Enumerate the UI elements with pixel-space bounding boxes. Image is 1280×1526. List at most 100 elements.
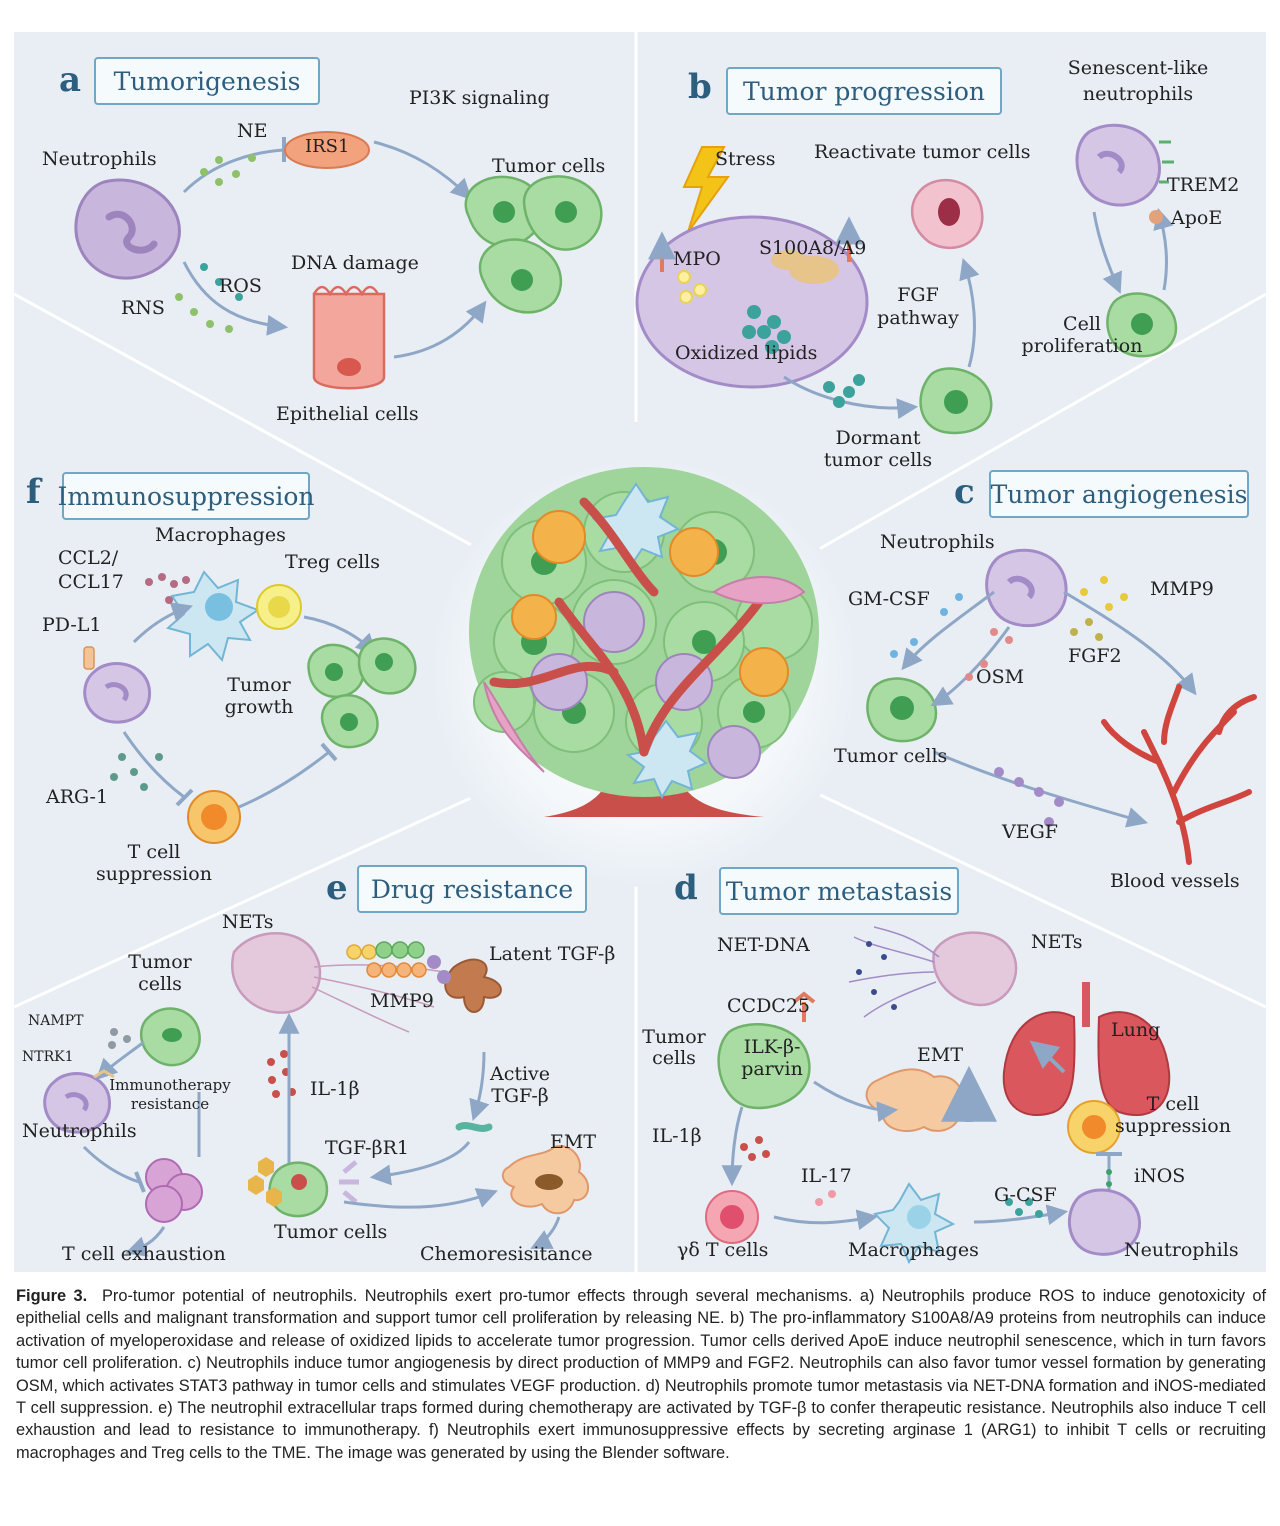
neutrophils-label-c: Neutrophils [880, 531, 995, 553]
gcsf-label: G-CSF [994, 1184, 1057, 1206]
panel-f-title: Immunosuppression [57, 472, 315, 520]
tumor-cells-label-d-1: Tumor [642, 1026, 706, 1048]
il1b-label-e: IL-1β [310, 1078, 360, 1100]
mmp9-label-e: MMP9 [370, 990, 434, 1012]
figure-caption: Figure 3. Pro-tumor potential of neutrop… [16, 1285, 1266, 1464]
neutrophils-label-a: Neutrophils [42, 148, 157, 170]
panel-c-title: Tumor angiogenesis [989, 470, 1249, 518]
osm-label: OSM [976, 666, 1025, 688]
active-tgfb-label-1: Active [489, 1063, 551, 1085]
gmcsf-label: GM-CSF [848, 588, 930, 610]
t-cell-suppression-label-f-2: suppression [96, 863, 212, 885]
panel-d-title: Tumor metastasis [719, 867, 959, 915]
tumor-cells-label-d-2: cells [652, 1047, 696, 1069]
panel-c-illustration [866, 548, 1257, 865]
ccl17-label: CCL17 [58, 571, 124, 593]
panel-d-letter: d [674, 868, 698, 908]
panel-a-letter: a [59, 60, 82, 100]
latent-tgfb-label: Latent TGF-β [489, 943, 616, 965]
trem2-label: TREM2 [1167, 174, 1240, 196]
panel-e-title: Drug resistance [357, 865, 587, 913]
tumor-growth-label-2: growth [224, 696, 294, 718]
cell-proliferation-label-1: Cell [1063, 313, 1101, 335]
reactivate-label: Reactivate tumor cells [814, 141, 1031, 163]
cell-proliferation-label-2: proliferation [1021, 335, 1143, 357]
ccdc25-label: CCDC25 [727, 995, 811, 1017]
immunotherapy-label-2: resistance [130, 1095, 210, 1113]
tumor-cells-label-c: Tumor cells [834, 745, 948, 767]
tumor-growth-label-1: Tumor [227, 674, 291, 696]
stress-label: Stress [715, 148, 776, 170]
pd-l1-label: PD-L1 [42, 614, 102, 636]
arg1-label: ARG-1 [46, 786, 109, 808]
panel-a-title: Tumorigenesis [94, 57, 320, 105]
ilk-label-1: ILK-β- [743, 1036, 801, 1058]
pi3k-label: PI3K signaling [409, 87, 550, 109]
net-dna-label: NET-DNA [717, 934, 810, 956]
tumor-cells-label-a: Tumor cells [492, 155, 606, 177]
ne-label: NE [237, 120, 268, 142]
panel-b-letter: b [688, 67, 712, 107]
tumor-cells-label-e: Tumor cells [274, 1221, 388, 1243]
irs1-label: IRS1 [305, 136, 350, 157]
emt-label-e: EMT [550, 1131, 596, 1153]
figure-illustration [14, 32, 1266, 1272]
immunotherapy-label-1: Immunotherapy [109, 1076, 231, 1094]
treg-cells-label: Treg cells [285, 551, 380, 573]
ccl2-label: CCL2/ [58, 547, 119, 569]
macrophages-label-d: Macrophages [848, 1239, 979, 1261]
tumor-cells-label-e-2: cells [138, 973, 182, 995]
central-tumor-mass [469, 467, 819, 817]
dormant-label-2: tumor cells [823, 449, 933, 471]
nets-label-d: NETs [1031, 931, 1083, 953]
fgf2-label: FGF2 [1068, 645, 1122, 667]
vegf-label: VEGF [1002, 821, 1058, 843]
t-cell-exhaustion-label: T cell exhaustion [62, 1243, 226, 1265]
t-cell-suppression-label-f-1: T cell [127, 841, 181, 863]
caption-text: Pro-tumor potential of neutrophils. Neut… [16, 1287, 1267, 1462]
oxidized-lipids-label: Oxidized lipids [675, 342, 818, 364]
neutrophils-label-d: Neutrophils [1124, 1239, 1239, 1261]
panel-c-letter: c [954, 472, 975, 512]
ros-label: ROS [219, 275, 262, 297]
lung-label: Lung [1111, 1019, 1161, 1041]
fgf-label-1: FGF [897, 284, 939, 306]
il1b-label-d: IL-1β [652, 1125, 702, 1147]
active-tgfb-label-2: TGF-β [491, 1085, 549, 1107]
nets-label-e: NETs [222, 911, 274, 933]
panel-b-illustration [635, 123, 1178, 435]
il17-label: IL-17 [801, 1165, 852, 1187]
t-cell-suppression-label-d-1: T cell [1146, 1093, 1200, 1115]
mmp9-label-c: MMP9 [1150, 578, 1214, 600]
gamma-delta-t-cells-label: γδ T cells [677, 1239, 769, 1261]
figure-panel: a Tumorigenesis PI3K signaling NE IRS1 N… [14, 32, 1266, 1272]
epithelial-cells-label: Epithelial cells [276, 403, 419, 425]
inos-label: iNOS [1134, 1165, 1186, 1187]
blood-vessels-label: Blood vessels [1110, 870, 1240, 892]
senescent-label-2: neutrophils [1082, 83, 1194, 105]
mpo-label: MPO [673, 248, 721, 270]
panel-e-letter: e [326, 868, 348, 908]
ntrk1-label: NTRK1 [22, 1049, 74, 1065]
panel-dividers [14, 32, 1266, 1272]
panel-a-illustration [74, 131, 603, 390]
emt-label-d: EMT [917, 1044, 963, 1066]
panel-f-illustration [83, 570, 417, 844]
ilk-label-2: parvin [741, 1058, 803, 1080]
caption-label: Figure 3. [16, 1287, 88, 1305]
tumor-cells-label-e-1: Tumor [128, 951, 192, 973]
nampt-label: NAMPT [28, 1013, 84, 1029]
panel-f-letter: f [26, 472, 41, 512]
neutrophils-label-e: Neutrophils [22, 1120, 137, 1142]
panel-b-title: Tumor progression [726, 67, 1002, 115]
macrophages-label-f: Macrophages [155, 524, 286, 546]
senescent-label-1: Senescent-like [1067, 57, 1209, 79]
rns-label: RNS [121, 297, 165, 319]
tgfbr1-label: TGF-βR1 [325, 1137, 409, 1159]
dna-damage-label: DNA damage [291, 252, 419, 274]
fgf-label-2: pathway [877, 307, 959, 329]
s100-label: S100A8/A9 [759, 237, 867, 259]
t-cell-suppression-label-d-2: suppression [1115, 1115, 1231, 1137]
apoe-label: ApoE [1171, 207, 1223, 229]
chemoresistance-label: Chemoresisitance [420, 1243, 593, 1265]
